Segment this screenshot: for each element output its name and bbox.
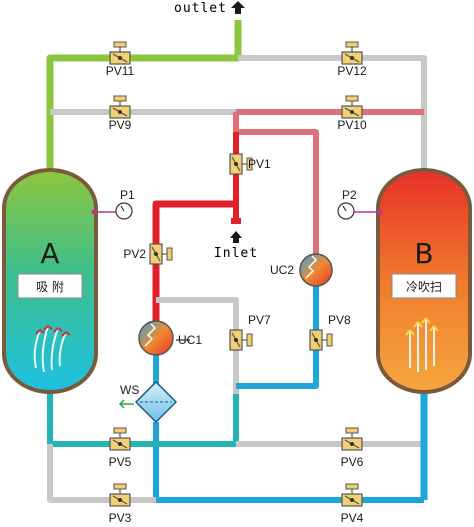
manual-valve-icon xyxy=(341,95,363,119)
valve-pv3[interactable]: PV3 xyxy=(109,483,132,525)
pipe-blue-pv4 xyxy=(153,422,424,503)
ws-water-separator: WS xyxy=(118,380,178,424)
pv2-label: PV2 xyxy=(123,247,146,261)
pipe-gray-top-header xyxy=(238,55,427,172)
pv10-label: PV10 xyxy=(337,118,367,132)
tower-a-mode: 吸 附 xyxy=(36,280,64,294)
manual-valve-icon xyxy=(109,483,131,507)
tower-a-mode-box xyxy=(17,273,83,299)
tower-b-mode: 冷吹扫 xyxy=(406,280,442,294)
pipe-gray-pv7 xyxy=(156,297,239,394)
tower-a: A 吸 附 xyxy=(2,168,98,394)
manual-valve-icon xyxy=(341,483,363,507)
manual-valve-icon xyxy=(109,427,131,451)
valve-pv5[interactable]: PV5 xyxy=(109,427,132,469)
valve-pv1[interactable]: PV1 xyxy=(229,153,271,175)
valve-pv6[interactable]: PV6 xyxy=(341,427,364,469)
manual-valve-icon xyxy=(229,153,253,175)
ws-label: WS xyxy=(120,383,139,397)
p2-label: P2 xyxy=(342,188,357,202)
inlet-label: Inlet xyxy=(214,246,258,261)
tower-b-letter: B xyxy=(414,237,433,270)
flow-arrow-up-icon xyxy=(231,1,245,14)
pipe-red-uc1 xyxy=(152,200,236,322)
tower-b-mode-box xyxy=(391,273,457,299)
valve-pv10[interactable]: PV10 xyxy=(337,95,367,132)
pv4-label: PV4 xyxy=(341,511,364,525)
uc2-heat-exchanger: UC2 xyxy=(270,253,333,287)
pv11-label: PV11 xyxy=(106,64,135,78)
valve-pv11[interactable]: PV11 xyxy=(106,41,135,78)
manual-valve-icon xyxy=(309,329,333,351)
pv8-label: PV8 xyxy=(328,313,351,327)
valve-pv12[interactable]: PV12 xyxy=(337,41,367,78)
valve-pv4[interactable]: PV4 xyxy=(341,483,364,525)
airflow-arrows-icon xyxy=(33,325,71,373)
tower-a-letter: A xyxy=(40,237,59,270)
pipe-teal-pv5 xyxy=(47,392,239,447)
gauge-p1: P1 xyxy=(91,188,135,220)
outlet-label: outlet xyxy=(174,1,227,16)
manual-valve-icon xyxy=(149,243,173,265)
heat-exchanger-icon xyxy=(299,253,333,287)
gauge-p2: P2 xyxy=(337,188,383,220)
valve-pv7[interactable]: PV7 xyxy=(229,313,271,351)
tower-b: B 冷吹扫 xyxy=(376,168,472,394)
pv12-label: PV12 xyxy=(337,64,367,78)
outlet-marker: outlet xyxy=(174,1,245,16)
flow-arrow-up-icon xyxy=(230,231,242,243)
heat-exchanger-icon xyxy=(138,320,174,356)
valve-pv2[interactable]: PV2 xyxy=(123,243,173,265)
uc2-label: UC2 xyxy=(270,263,294,277)
pv9-label: PV9 xyxy=(109,118,132,132)
airflow-arrows-icon xyxy=(405,317,439,372)
manual-valve-icon xyxy=(341,427,363,451)
p1-label: P1 xyxy=(120,188,135,202)
pipe-blue-pv8 xyxy=(236,285,319,389)
manual-valve-icon xyxy=(109,95,131,119)
pipe-pink-uc2 xyxy=(233,112,319,258)
pv3-label: PV3 xyxy=(109,511,132,525)
pv6-label: PV6 xyxy=(341,455,364,469)
manual-valve-icon xyxy=(341,41,363,65)
valve-pv9[interactable]: PV9 xyxy=(109,95,132,132)
pv1-label: PV1 xyxy=(248,157,271,171)
uc1-label: UC1 xyxy=(178,333,202,347)
pipe-green-outlet xyxy=(46,20,242,172)
pipe-gray-pv3 xyxy=(47,444,156,503)
manual-valve-icon xyxy=(109,41,131,65)
pipe-network xyxy=(46,20,428,503)
uc1-heat-exchanger: UC1 xyxy=(138,320,202,356)
inlet-marker: Inlet xyxy=(214,218,258,261)
pv7-label: PV7 xyxy=(248,313,271,327)
pv5-label: PV5 xyxy=(109,455,132,469)
manual-valve-icon xyxy=(229,329,253,351)
valve-pv8[interactable]: PV8 xyxy=(309,313,351,351)
